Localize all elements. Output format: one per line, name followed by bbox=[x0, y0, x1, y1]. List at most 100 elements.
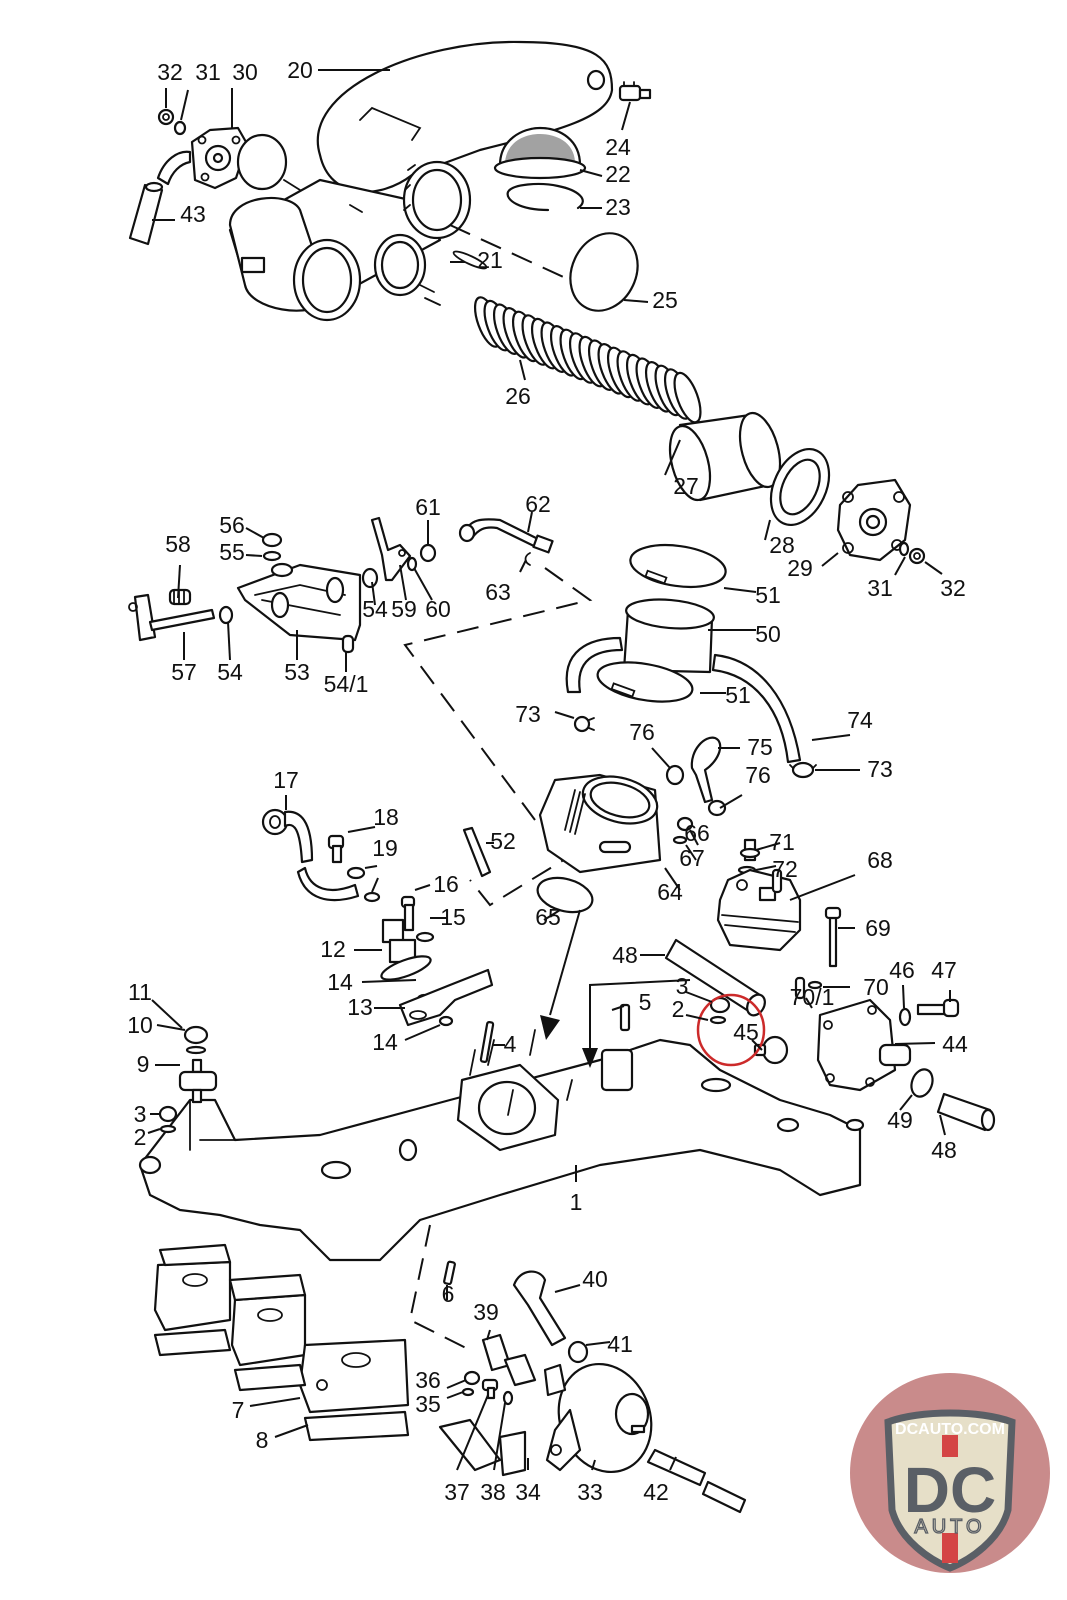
part-37-bolt bbox=[481, 1378, 499, 1400]
callout-37: 37 bbox=[444, 1479, 470, 1505]
part-39-hose bbox=[481, 1333, 537, 1387]
part-71-fitting bbox=[739, 838, 761, 862]
part-44-fuel-pump bbox=[816, 998, 912, 1092]
callout-19: 19 bbox=[372, 835, 398, 861]
callout-60: 60 bbox=[425, 596, 451, 622]
callout-70: 70 bbox=[863, 974, 889, 1000]
callout-76: 76 bbox=[629, 719, 655, 745]
callout-52: 52 bbox=[490, 828, 516, 854]
part-63-clip bbox=[524, 552, 531, 566]
callout-11: 11 bbox=[128, 979, 152, 1005]
part-61-nut bbox=[419, 543, 437, 563]
callout-64: 64 bbox=[657, 879, 683, 905]
callout-51: 51 bbox=[755, 582, 781, 608]
callout-34: 34 bbox=[515, 1479, 541, 1505]
logo-subtitle: AUTO bbox=[914, 1516, 985, 1538]
callout-76: 76 bbox=[745, 762, 771, 788]
part-51-clamp-lower bbox=[596, 661, 694, 703]
callout-25: 25 bbox=[652, 287, 678, 313]
part-65-gasket bbox=[536, 876, 594, 914]
part-53-bracket bbox=[236, 562, 362, 642]
part-74-hose bbox=[711, 653, 802, 764]
part-10-washer bbox=[185, 1045, 207, 1055]
callout-21: 21 bbox=[477, 247, 503, 273]
callout-2: 2 bbox=[672, 996, 685, 1022]
part-35-washer bbox=[461, 1387, 475, 1397]
part-1-intake-manifold bbox=[138, 1029, 865, 1262]
callout-41: 41 bbox=[607, 1331, 633, 1357]
callout-36: 36 bbox=[415, 1367, 441, 1393]
callout-4: 4 bbox=[504, 1031, 517, 1057]
part-11-nut bbox=[183, 1025, 209, 1045]
part-74-hose-left bbox=[565, 636, 624, 694]
part-69-bolt bbox=[824, 906, 842, 968]
part-2-washer-right bbox=[709, 1015, 727, 1025]
part-34-bracket bbox=[438, 1418, 527, 1477]
part-66-nut bbox=[676, 816, 694, 832]
callout-38: 38 bbox=[480, 1479, 506, 1505]
part-21-stud bbox=[452, 250, 488, 270]
part-33-vacuum-diaphragm bbox=[543, 1362, 653, 1474]
part-19-washer-upper bbox=[346, 866, 366, 880]
callout-10: 10 bbox=[127, 1012, 153, 1038]
callout-3: 3 bbox=[676, 973, 689, 999]
callout-45: 45 bbox=[733, 1019, 759, 1045]
logo-shield bbox=[884, 1409, 1016, 1572]
part-13-adapter bbox=[398, 968, 494, 1027]
callout-54: 54 bbox=[217, 659, 243, 685]
highlight-circle bbox=[696, 993, 766, 1067]
callout-9: 9 bbox=[137, 1051, 150, 1077]
callout-5: 5 bbox=[639, 989, 652, 1015]
part-47-screw bbox=[916, 998, 960, 1018]
callout-39: 39 bbox=[473, 1299, 499, 1325]
callout-12: 12 bbox=[320, 936, 346, 962]
callout-32: 32 bbox=[940, 575, 966, 601]
logo-monogram: DC bbox=[904, 1454, 996, 1526]
part-57-shaft bbox=[128, 593, 216, 642]
part-17-hose bbox=[261, 808, 360, 902]
part-55-washer bbox=[262, 550, 282, 562]
part-43-hose bbox=[128, 181, 164, 246]
callout-30: 30 bbox=[232, 59, 258, 85]
part-51-clamp-upper bbox=[629, 543, 727, 589]
callout-56: 56 bbox=[219, 512, 245, 538]
part-6-stud bbox=[443, 1260, 456, 1286]
assembly-line-lower bbox=[408, 1224, 471, 1351]
callout-44: 44 bbox=[942, 1031, 968, 1057]
callout-31: 31 bbox=[867, 575, 893, 601]
part-60-washer bbox=[406, 556, 418, 572]
assembly-arrow-right bbox=[582, 979, 691, 1068]
callout-40: 40 bbox=[582, 1266, 608, 1292]
part-48-pipe-lower bbox=[936, 1092, 996, 1132]
callout-28: 28 bbox=[769, 532, 795, 558]
part-58-spring bbox=[168, 588, 192, 606]
part-27-filter-cartridge bbox=[668, 411, 782, 502]
part-50-rubber-boot bbox=[622, 598, 715, 674]
callout-13: 13 bbox=[347, 994, 373, 1020]
part-68-regulator bbox=[716, 868, 802, 952]
callout-32: 32 bbox=[157, 59, 183, 85]
part-12-idle-valve bbox=[380, 918, 432, 981]
part-59-lever bbox=[370, 516, 412, 582]
part-64-throttle-body bbox=[538, 773, 662, 874]
part-46-washer bbox=[898, 1007, 912, 1027]
callout-50: 50 bbox=[755, 621, 781, 647]
part-76-clamp-upper bbox=[665, 764, 685, 786]
callout-65: 65 bbox=[535, 904, 561, 930]
callout-7: 7 bbox=[232, 1397, 245, 1423]
callout-42: 42 bbox=[643, 1479, 669, 1505]
callout-2: 2 bbox=[134, 1124, 147, 1150]
part-41-fitting bbox=[567, 1340, 589, 1364]
part-70-washer bbox=[807, 980, 823, 990]
callout-66: 66 bbox=[684, 820, 710, 846]
callout-67: 67 bbox=[679, 845, 705, 871]
callout-35: 35 bbox=[415, 1391, 441, 1417]
callout-59: 59 bbox=[391, 596, 417, 622]
callout-55: 55 bbox=[219, 539, 245, 565]
callout-63: 63 bbox=[485, 579, 511, 605]
part-67-washer bbox=[672, 835, 688, 845]
callout-54-1: 54/1 bbox=[324, 671, 369, 697]
part-42-hose bbox=[646, 1448, 747, 1514]
callout-22: 22 bbox=[605, 161, 631, 187]
